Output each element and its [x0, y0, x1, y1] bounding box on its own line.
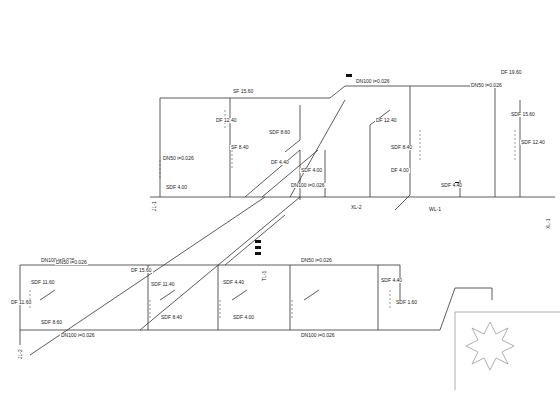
pipe-label: SDF 4.00	[232, 315, 255, 320]
pipe-label: DN100 i=0.026	[355, 79, 391, 84]
pipe-label: SDF 11.40	[150, 282, 176, 287]
pipe-label: DF 12.40	[215, 118, 238, 123]
pipe-label: SDF 4.40	[440, 183, 463, 188]
pipe-label: DF 19.60	[500, 70, 523, 75]
pipe-label: SDF 8.40	[160, 315, 183, 320]
pipe-label: WL-1	[428, 207, 442, 212]
pipe-label: SDF 8.60	[40, 320, 63, 325]
pipe-label: DF 15.60	[130, 268, 153, 273]
pipe-label: DN100 i=0.026	[290, 183, 326, 188]
pipe-label: SDF 12.40	[520, 140, 546, 145]
pipe-label: XL-1	[546, 217, 551, 230]
pipe-label: SDF 8.60	[268, 130, 291, 135]
pipe-label: DN50 i=0.026	[300, 258, 333, 263]
pipe-label: DN100 i=0.026	[300, 333, 336, 338]
pipe-label: JL-1	[152, 200, 157, 212]
pipe-label: SDF 11.60	[30, 280, 56, 285]
pipe-label: XL-2	[350, 205, 363, 210]
pipe-label: SDF 4.40	[380, 278, 403, 283]
pipe-label: SDF 4.00	[165, 185, 188, 190]
pipe-label: DN50 i=0.026	[55, 260, 88, 265]
pipe-label: JL-2	[18, 348, 23, 360]
pipe-label: SDF 4.40	[222, 280, 245, 285]
pipe-label: DF 11.60	[10, 300, 32, 305]
pipe-label: DN50 i=0.026	[470, 83, 503, 88]
pipe-label: SDF 4.00	[300, 168, 323, 173]
pipe-label: SDF 8.40	[390, 145, 413, 150]
pipe-label: DN50 i=0.026	[162, 156, 195, 161]
pipe-label: DF 4.40	[270, 160, 290, 165]
pipe-label: SDF 1.60	[395, 300, 418, 305]
pipe-label: SDF 15.60	[510, 112, 536, 117]
pipe-label: DF 12.40	[375, 118, 398, 123]
pipe-label: DF 4.00	[390, 168, 410, 173]
pipe-label: TL-1	[262, 270, 267, 282]
pipe-label: DN100 i=0.026	[60, 333, 96, 338]
pipe-label: SF 15.60	[232, 89, 254, 94]
pipe-label: SF 8.40	[230, 145, 250, 150]
